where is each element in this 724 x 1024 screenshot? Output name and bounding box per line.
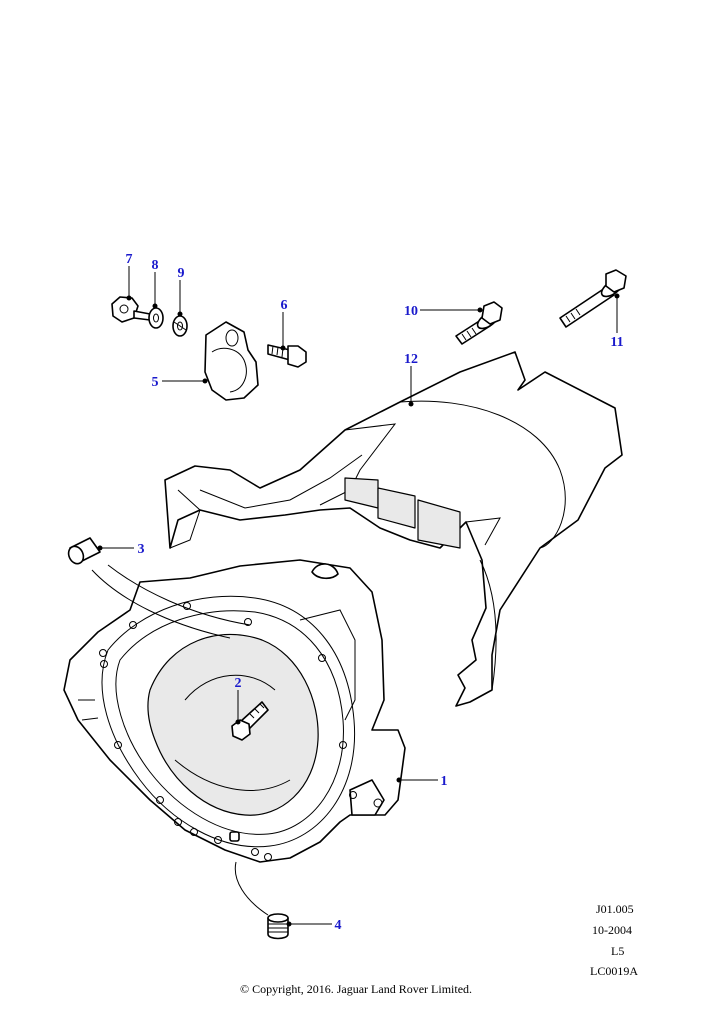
callout-2: 2 [235, 676, 242, 691]
copyright-notice: © Copyright, 2016. Jaguar Land Rover Lim… [239, 982, 473, 996]
plug-part-4 [234, 861, 289, 940]
callout-5: 5 [152, 375, 159, 390]
callout-9: 9 [178, 266, 185, 281]
callout-8: 8 [152, 258, 159, 273]
spring-washer-part-9 [172, 315, 188, 337]
clip-part-5 [204, 321, 259, 401]
dowel-part-3 [67, 537, 251, 639]
illustration-id: LC0019A [590, 964, 638, 978]
callout-6: 6 [281, 298, 288, 313]
nut-part-7 [111, 296, 151, 323]
heat-shield-part-12 [164, 351, 623, 707]
callout-12: 12 [404, 352, 418, 367]
flange-bolt-part-10 [455, 301, 503, 345]
callout-11: 11 [610, 335, 623, 350]
bell-housing-part-1 [63, 559, 406, 863]
callout-7: 7 [126, 252, 133, 267]
bolt-part-6 [267, 344, 307, 368]
bolt-part-2 [231, 701, 269, 741]
washer-part-8 [148, 307, 164, 329]
leader-lines [97, 266, 620, 927]
callout-3: 3 [138, 542, 145, 557]
callout-4: 4 [335, 918, 342, 933]
callout-10: 10 [404, 304, 418, 319]
callout-labels: 7 8 9 6 5 10 11 12 3 2 1 4 [126, 252, 624, 933]
reference-level: L5 [611, 944, 625, 958]
callout-1: 1 [441, 774, 448, 789]
reference-date: 10-2004 [592, 923, 632, 937]
flange-bolt-part-11 [559, 269, 627, 328]
reference-code: J01.005 [596, 902, 634, 916]
